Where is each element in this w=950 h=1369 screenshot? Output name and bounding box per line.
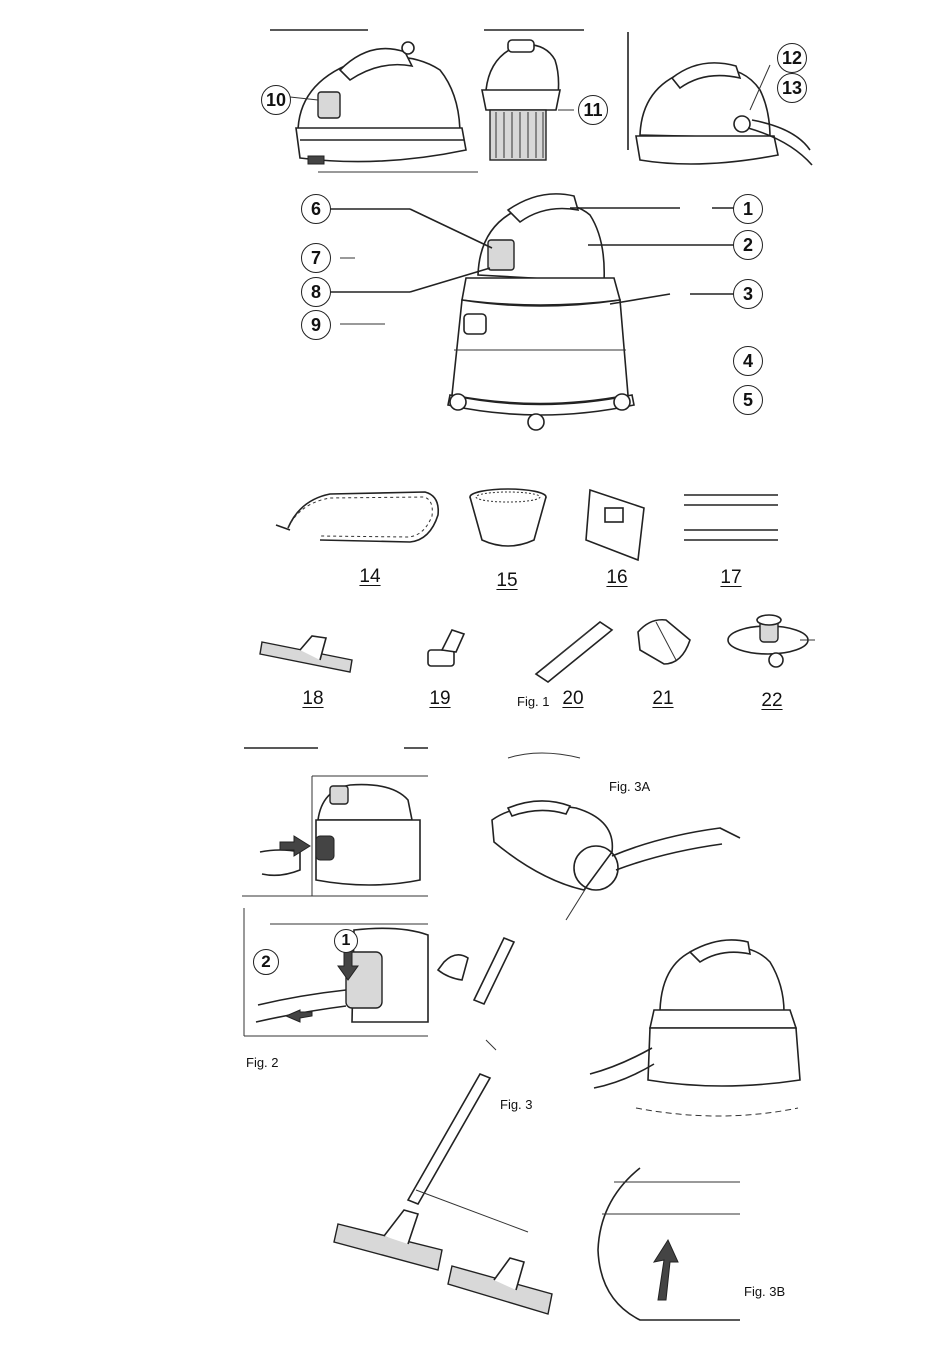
accessory-filter-cup-drawing [470, 489, 546, 546]
inset-vacuum-switch-drawing [290, 42, 466, 164]
part-number-15: 15 [496, 570, 517, 592]
figure-label-3: Fig. 3 [500, 1097, 533, 1112]
fig2-upper-drawing [260, 785, 420, 885]
accessory-wheel-drawing [728, 615, 815, 667]
accessory-dust-bag-drawing [586, 490, 644, 560]
accessory-adapter-drawing [638, 620, 690, 664]
part-number-16: 16 [606, 567, 627, 589]
callout-5: 5 [733, 385, 763, 415]
figure-label-2: Fig. 2 [246, 1055, 279, 1070]
fig2-step-1: 1 [334, 929, 358, 953]
callout-11: 11 [578, 95, 608, 125]
callout-13: 13 [777, 73, 807, 103]
callout-10: 10 [261, 85, 291, 115]
accessory-upholstery-brush-drawing [428, 630, 464, 666]
part-number-14: 14 [359, 566, 380, 588]
part-number-17: 17 [720, 567, 741, 589]
callout-9: 9 [301, 310, 331, 340]
fig3-vacuum-drawing [590, 940, 800, 1116]
inset-filter-drawing [482, 40, 574, 160]
callout-8: 8 [301, 277, 331, 307]
callout-7: 7 [301, 243, 331, 273]
accessory-crevice-tool-drawing [536, 622, 612, 682]
accessory-hose-drawing [276, 492, 438, 542]
fig3b-drawing [598, 1168, 740, 1320]
part-number-20: 20 [562, 688, 583, 710]
part-number-18: 18 [302, 688, 323, 710]
figure-label-1: Fig. 1 [517, 694, 550, 709]
callout-6: 6 [301, 194, 331, 224]
callout-4: 4 [733, 346, 763, 376]
fig3-floor-nozzles-drawing [334, 1210, 552, 1314]
figure-label-3a: Fig. 3A [609, 779, 650, 794]
figure-label-3b: Fig. 3B [744, 1284, 785, 1299]
callout-2: 2 [733, 230, 763, 260]
part-number-19: 19 [429, 688, 450, 710]
callout-3: 3 [733, 279, 763, 309]
accessory-floor-nozzle-drawing [260, 636, 352, 672]
accessory-tubes-drawing [684, 495, 778, 540]
callout-1: 1 [733, 194, 763, 224]
callout-12: 12 [777, 43, 807, 73]
part-number-21: 21 [652, 688, 673, 710]
part-number-22: 22 [761, 690, 782, 712]
fig2-step-2: 2 [253, 949, 279, 975]
main-vacuum-drawing [326, 194, 734, 430]
